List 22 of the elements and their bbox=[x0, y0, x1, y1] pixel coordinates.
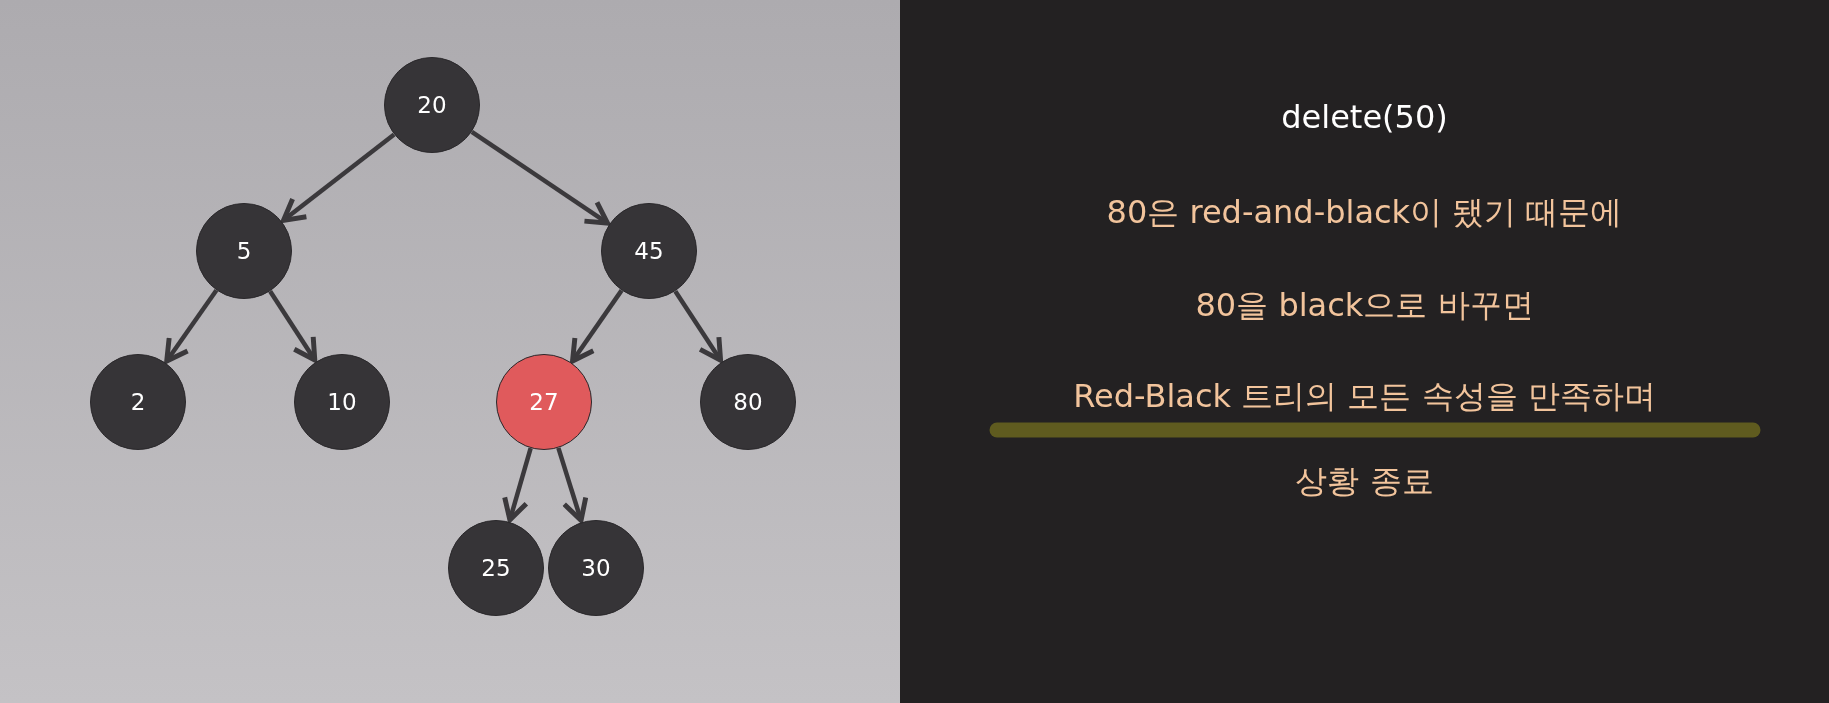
arrow bbox=[570, 289, 624, 364]
tree-node-circle: 5 bbox=[196, 203, 292, 299]
explanation-text: 상황 종료 bbox=[1294, 461, 1435, 502]
explanation-text: Red-Black 트리의 모든 속성을 만족하며 bbox=[1072, 376, 1657, 417]
arrow bbox=[164, 289, 219, 364]
explanation-text: 80은 red-and-black이 됐기 때문에 bbox=[1105, 192, 1624, 233]
arrow bbox=[502, 447, 533, 523]
explanation-text: delete(50) bbox=[1280, 98, 1449, 136]
tree-node-circle: 25 bbox=[448, 520, 544, 616]
arrow bbox=[281, 132, 396, 223]
tree-node-circle: 10 bbox=[294, 354, 390, 450]
tree-node-circle: 30 bbox=[548, 520, 644, 616]
tree-node-circle: 20 bbox=[384, 57, 480, 153]
arrow bbox=[556, 447, 589, 523]
tree-node-circle: 80 bbox=[700, 354, 796, 450]
arrow bbox=[268, 290, 318, 363]
tree-node-circle: 45 bbox=[601, 203, 697, 299]
tree-node-circle: 27 bbox=[496, 354, 592, 450]
arrow bbox=[673, 289, 724, 363]
tree-node-circle: 2 bbox=[90, 354, 186, 450]
explanation-text: 80을 black으로 바꾸면 bbox=[1194, 285, 1535, 326]
arrow bbox=[470, 129, 610, 226]
